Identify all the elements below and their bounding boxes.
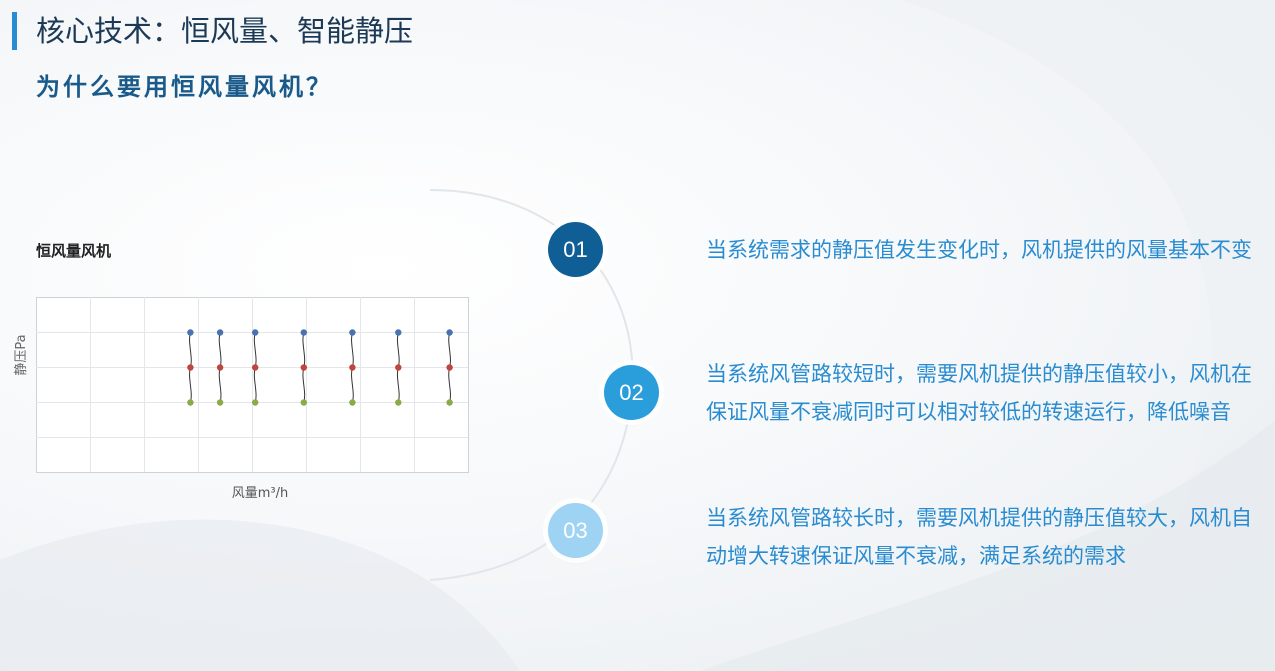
chart-point [216,399,224,406]
title-accent-bar [12,12,17,50]
step-03-line-1: 当系统风管路较长时，需要风机提供的静压值较大，风机自 [706,506,1252,530]
chart-point [446,364,453,371]
page-subtitle: 为什么要用恒风量风机？ [36,73,333,101]
chart-point [446,329,453,336]
step-01-text: 当系统需求的静压值发生变化时，风机提供的风量基本不变 [706,231,1252,269]
step-02-text: 当系统风管路较短时，需要风机提供的静压值较小，风机在 保证风量不衰减同时可以相对… [706,355,1252,431]
chart-point [395,399,402,406]
step-01-number: 01 [563,236,588,262]
chart-point [395,364,402,371]
chart-point [252,399,259,406]
chart-point [252,329,259,336]
chart-point [300,399,307,406]
step-02-number: 02 [619,379,644,405]
step-03-badge: 03 [548,503,603,558]
chart-title: 恒风量风机 [36,242,112,260]
step-02-badge: 02 [604,365,659,420]
step-01-line-1: 当系统需求的静压值发生变化时，风机提供的风量基本不变 [706,238,1252,262]
chart-point [216,329,224,336]
chart-point [187,399,194,406]
page-title: 核心技术：恒风量、智能静压 [36,14,414,48]
chart-point [446,399,453,406]
step-02-line-1: 当系统风管路较短时，需要风机提供的静压值较小，风机在 [706,362,1252,386]
chart-point [300,329,307,336]
step-03-line-2: 动增大转速保证风量不衰减，满足系统的需求 [706,544,1126,568]
chart-y-axis-label: 静压Pa [14,334,29,376]
chart-x-axis-label: 风量m³/h [231,486,289,501]
chart-point [349,399,356,406]
chart-point [252,364,259,371]
chart-point [216,364,224,371]
flow-pressure-chart [36,297,469,473]
step-02-line-2: 保证风量不衰减同时可以相对较低的转速运行，降低噪音 [706,400,1231,424]
chart-point [187,364,194,371]
chart-point [187,329,194,336]
chart-point [349,364,356,371]
chart-point [300,364,307,371]
step-03-number: 03 [563,517,588,543]
chart-point [349,329,356,336]
chart-point [395,329,402,336]
step-01-badge: 01 [548,222,603,277]
step-03-text: 当系统风管路较长时，需要风机提供的静压值较大，风机自 动增大转速保证风量不衰减，… [706,499,1252,575]
